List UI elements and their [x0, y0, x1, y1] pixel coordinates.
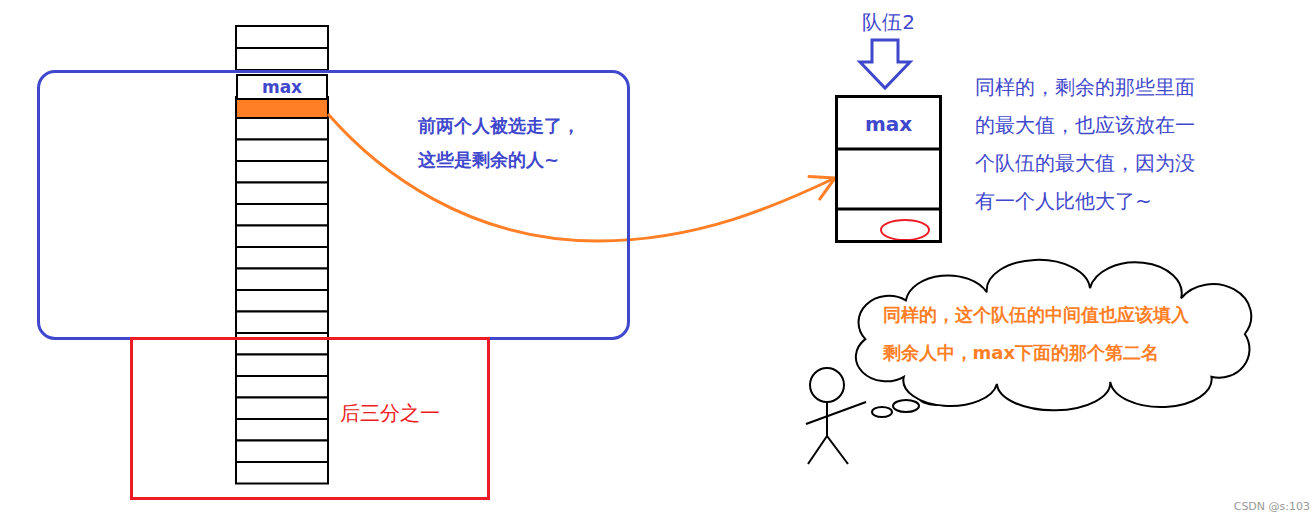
stick-figure — [806, 368, 866, 464]
selected-person — [236, 97, 328, 118]
max-label: max — [262, 77, 302, 97]
person-row — [236, 118, 328, 140]
person-row — [236, 140, 328, 162]
person-row — [236, 48, 328, 70]
person-row — [236, 312, 328, 334]
cloud-outline — [856, 260, 1251, 410]
people-column — [236, 26, 328, 484]
person-row — [236, 269, 328, 291]
person-row — [236, 419, 328, 441]
bubble — [872, 407, 892, 417]
max-cell: max — [838, 98, 939, 149]
body — [826, 402, 828, 436]
max-row: max — [236, 74, 328, 100]
person-row — [236, 161, 328, 183]
red-ellipse — [881, 220, 929, 240]
person-row — [236, 226, 328, 248]
person-row — [236, 26, 328, 48]
thought-text: 同样的，这个队伍的中间值也应该填入 剩余人中，max下面的那个第二名 — [883, 296, 1213, 372]
bubble — [893, 400, 919, 412]
region-label: 后三分之一 — [340, 400, 440, 427]
person-row — [236, 462, 328, 484]
person-row — [236, 183, 328, 205]
max-label: max — [865, 112, 912, 136]
watermark: CSDN @s:103 — [1234, 500, 1310, 513]
leg — [827, 436, 848, 464]
remaining-region: 前两个人被选走了， 这些是剩余的人~ max — [37, 70, 630, 340]
person-row — [236, 204, 328, 226]
curved-arrow — [328, 114, 835, 241]
arrow-head — [809, 177, 835, 200]
arm — [806, 402, 866, 424]
row-line — [838, 148, 939, 151]
person-row — [236, 398, 328, 420]
person-row — [236, 441, 328, 463]
head — [810, 368, 844, 402]
row-line — [838, 208, 939, 211]
person-row — [236, 290, 328, 312]
hollow-arrow — [860, 40, 910, 88]
team-heading: 队伍2 — [838, 10, 939, 34]
region-note: 前两个人被选走了， 这些是剩余的人~ — [418, 109, 596, 177]
person-row — [236, 376, 328, 398]
thought-cloud: 同样的，这个队伍的中间值也应该填入 剩余人中，max下面的那个第二名 — [835, 278, 1260, 390]
leg — [808, 436, 827, 464]
team-box: 队伍2max — [835, 95, 942, 243]
last-third-region: 后三分之一 — [130, 337, 490, 500]
person-row — [236, 97, 328, 118]
side-note: 同样的，剩余的那些里面的最大值，也应该放在一个队伍的最大值，因为没有一个人比他大… — [975, 68, 1207, 220]
person-row — [236, 355, 328, 377]
cloud-shape — [835, 278, 1260, 390]
person-row — [236, 247, 328, 269]
